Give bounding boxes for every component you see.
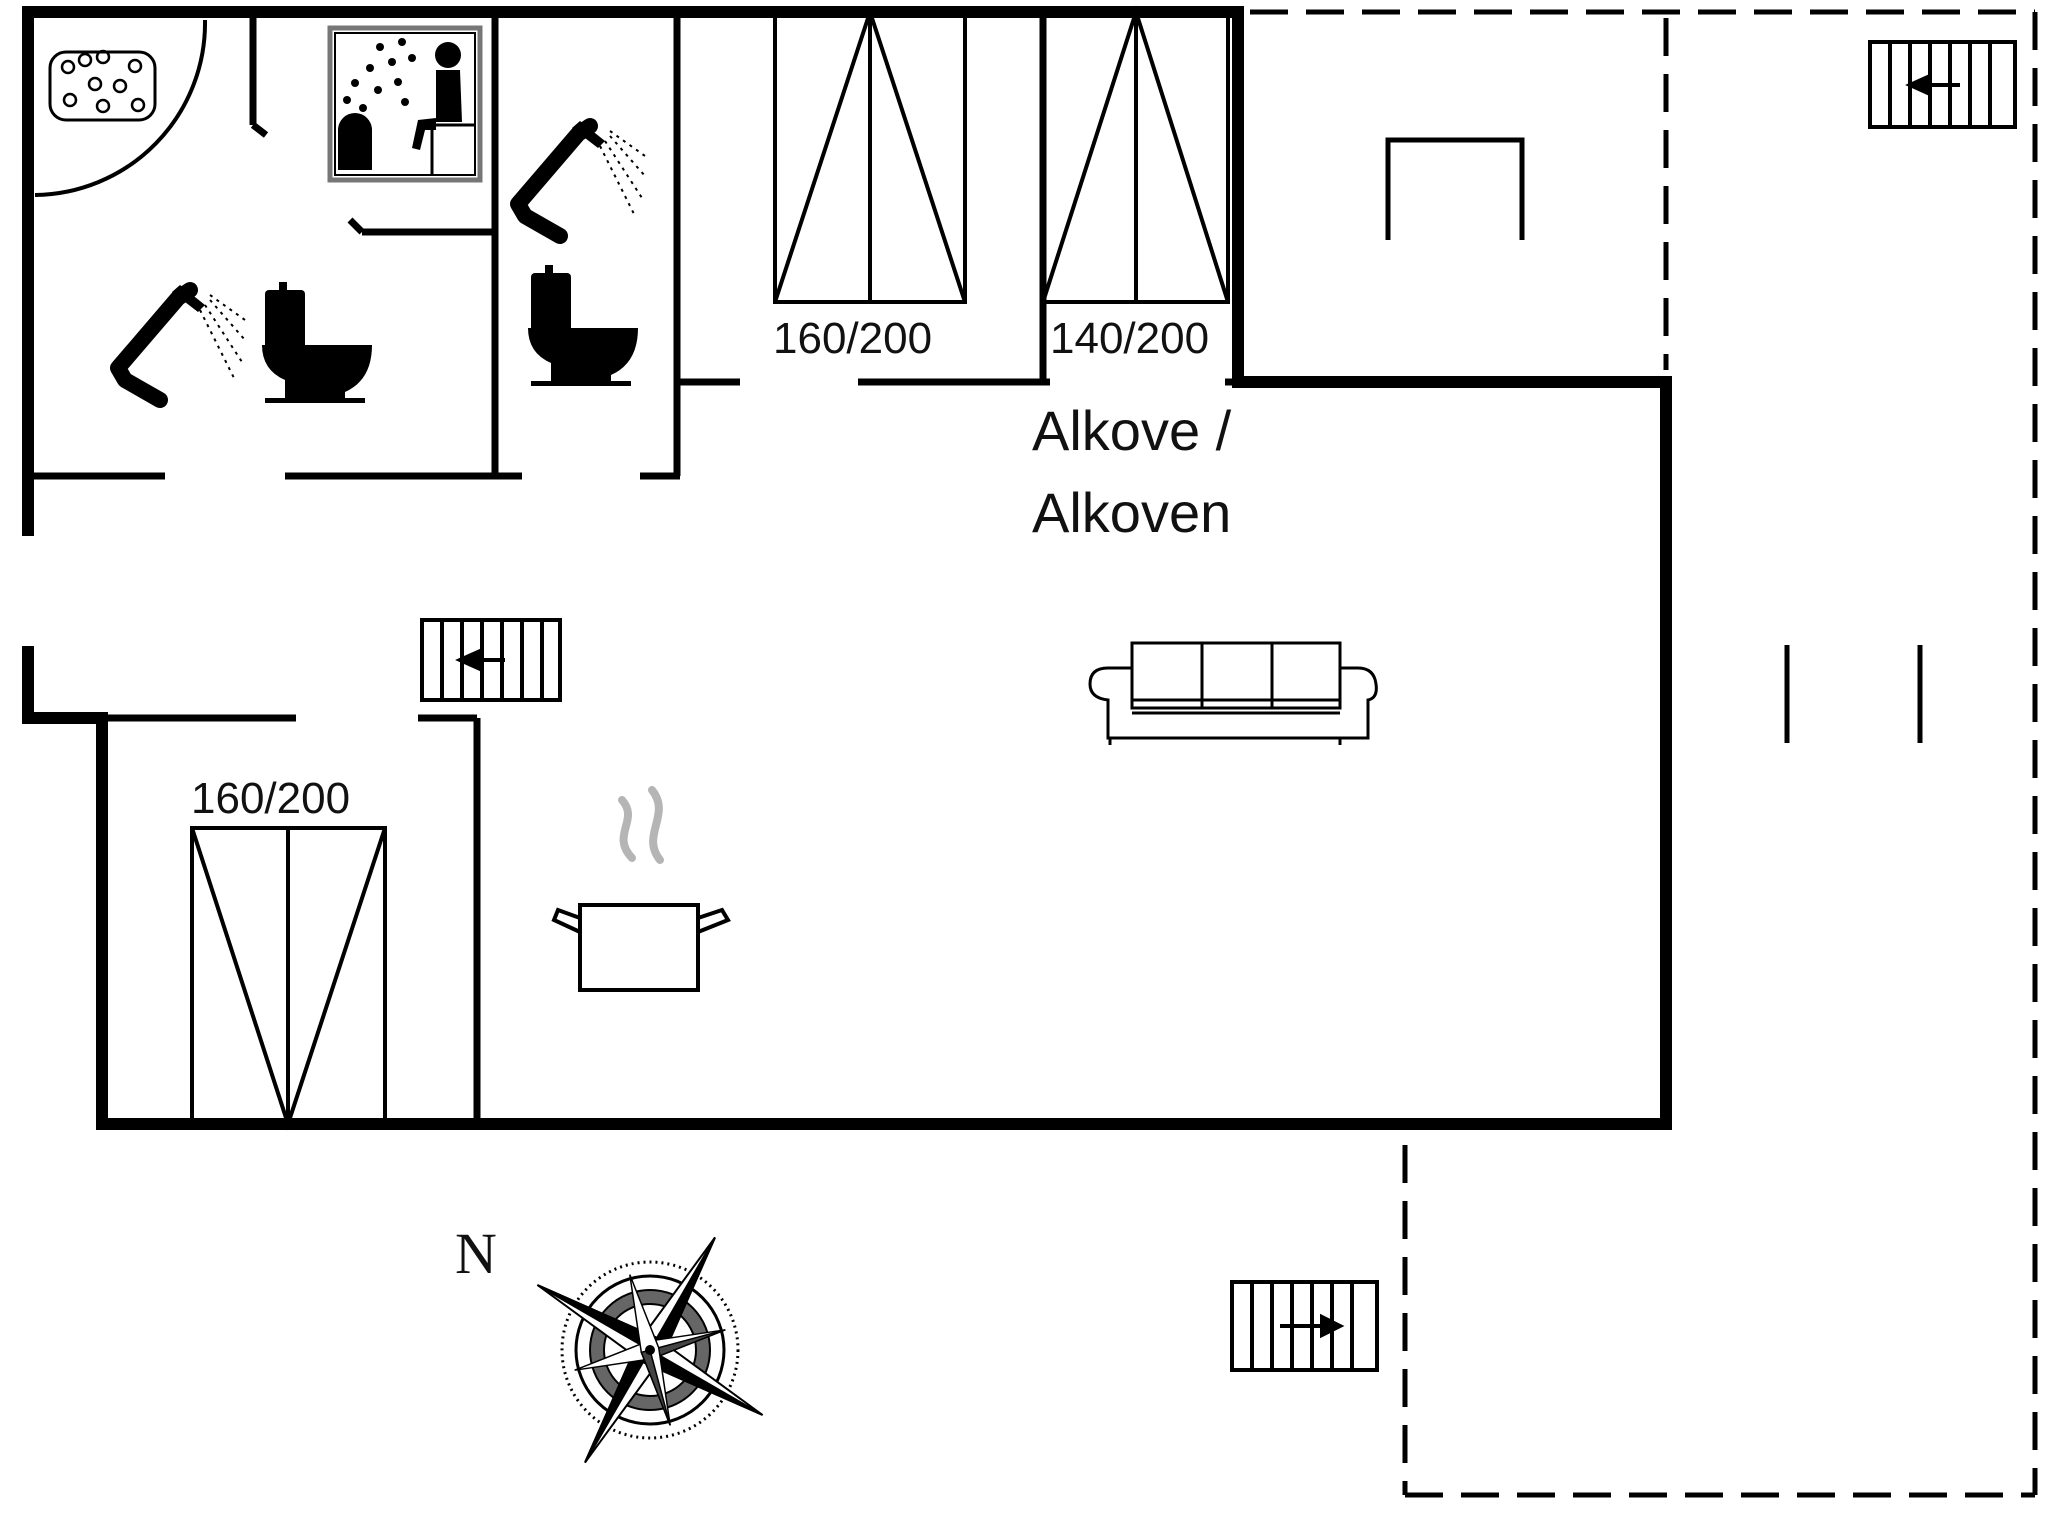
terrace-marks — [1784, 645, 1923, 743]
toilet-icon — [262, 282, 372, 403]
double-bed-icon — [190, 826, 387, 1131]
stairs-icon — [1230, 1280, 1379, 1372]
room-label-line2: Alkoven — [1032, 481, 1231, 544]
table-icon — [1385, 137, 1525, 240]
room-label-line1: Alkove / — [1032, 399, 1232, 462]
double-bed-icon — [1041, 5, 1230, 304]
terrace-outline — [1250, 9, 2038, 1498]
bed-size-label-left-alcove: 160/200 — [773, 314, 932, 363]
cooking-pot-icon — [551, 786, 731, 992]
compass-rose-icon — [536, 1236, 764, 1464]
stairs-icon — [420, 618, 562, 702]
sauna-icon — [327, 25, 483, 183]
toilet-icon — [528, 265, 638, 386]
north-label: N — [455, 1221, 497, 1286]
whirlpool-icon — [34, 19, 208, 197]
sofa-icon — [1088, 641, 1378, 745]
bed-size-label-right-alcove: 140/200 — [1050, 314, 1209, 363]
shower-icon — [510, 118, 646, 244]
bed-size-label-bottom-bedroom: 160/200 — [191, 774, 350, 823]
stairs-icon — [1868, 40, 2017, 129]
exterior-walls — [22, 6, 1672, 1130]
shower-icon — [110, 282, 246, 408]
double-bed-icon — [773, 5, 967, 304]
